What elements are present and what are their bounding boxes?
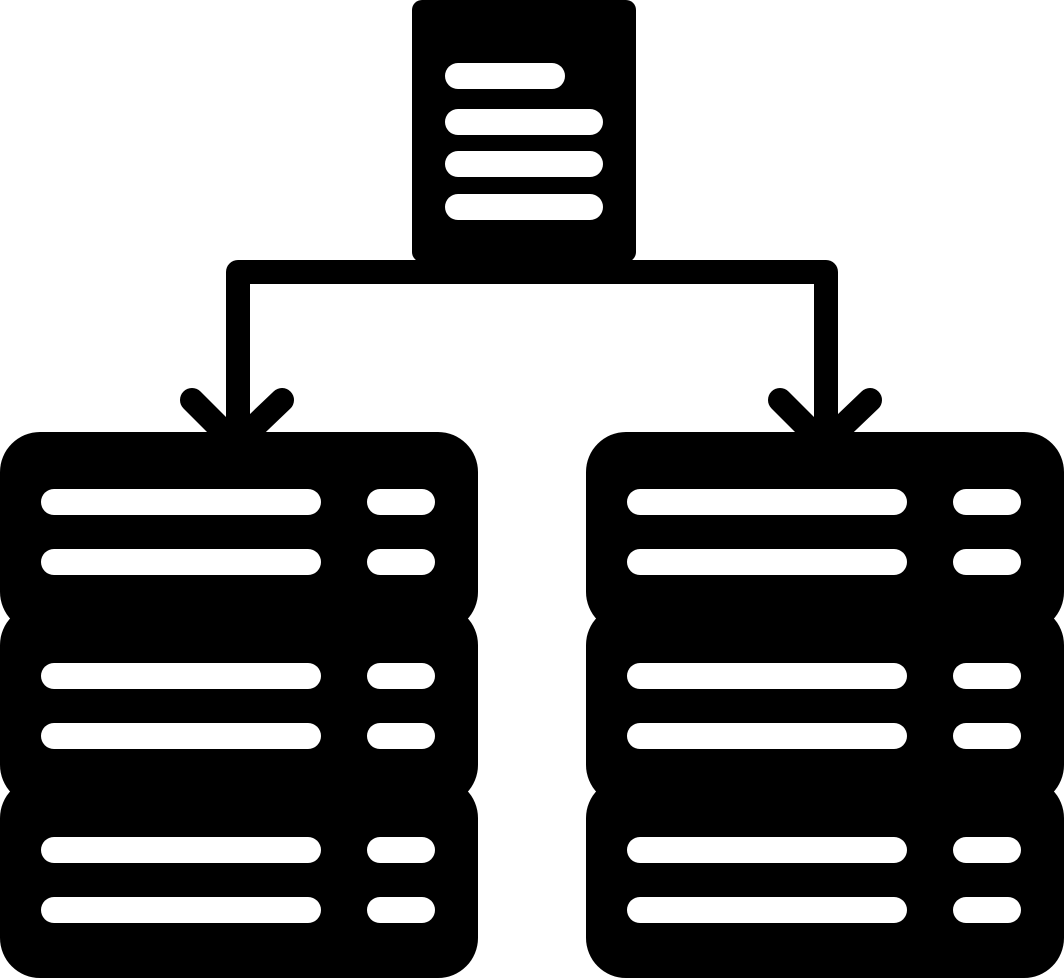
document-icon [412, 0, 636, 262]
database-segment [586, 432, 1064, 632]
right-database-icon [586, 432, 1064, 978]
database-segment [0, 605, 478, 805]
database-segment [586, 778, 1064, 978]
database-segment [0, 778, 478, 978]
database-segment [586, 605, 1064, 805]
connector-line [226, 260, 838, 430]
database-segment [0, 432, 478, 632]
connector-arrows [180, 260, 882, 456]
document-lines [445, 63, 603, 220]
left-database-icon [0, 432, 478, 978]
